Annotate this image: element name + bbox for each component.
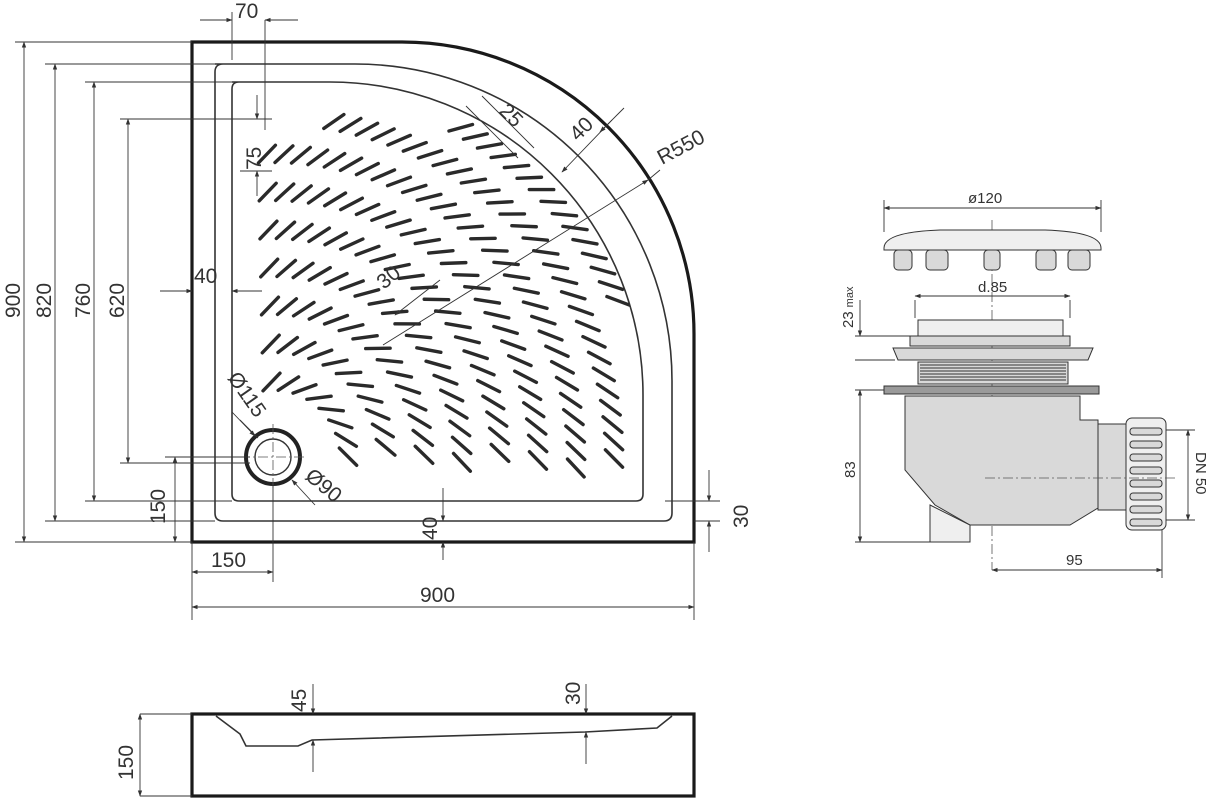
dim-radius: R550 — [654, 126, 709, 170]
siphon-cap — [883, 229, 1102, 251]
dim-siphon-23: 23max — [840, 286, 857, 328]
section-view: 150 45 30 — [115, 682, 696, 798]
dim-hatch-25: 25 — [494, 99, 527, 132]
dim-section-150: 150 — [115, 745, 138, 780]
dim-rim-75: 75 — [243, 147, 266, 170]
dim-section-45: 45 — [288, 689, 311, 712]
dim-height-820: 820 — [33, 283, 56, 318]
dim-drain-150-vertical: 150 — [147, 489, 170, 524]
dim-siphon-95: 95 — [1066, 552, 1083, 569]
dim-rim-30-right: 30 — [730, 505, 753, 528]
tray-rim-outer — [214, 63, 673, 522]
dim-width-outer: 900 — [420, 584, 455, 607]
dim-height-620: 620 — [106, 283, 129, 318]
dim-siphon-cap: ø120 — [968, 190, 1002, 207]
section-profile — [215, 715, 673, 747]
dim-rim-40-left: 40 — [194, 265, 217, 288]
siphon-view: ø120 d.85 23max 83 DN 50 — [840, 190, 1208, 578]
dim-rim-40-arc: 40 — [565, 113, 598, 146]
tray-floor-edge — [231, 81, 644, 502]
dim-top-offset: 70 — [235, 0, 258, 23]
tray-outline — [190, 40, 696, 544]
dim-siphon-83: 83 — [842, 461, 859, 478]
dim-rim-40-bottom: 40 — [419, 517, 442, 540]
dim-siphon-outlet: DN 50 — [1192, 452, 1208, 495]
dim-height-760: 760 — [72, 283, 95, 318]
anti-slip-hatch — [256, 112, 632, 479]
plan-view: 70 900 820 760 620 75 40 25 — [2, 0, 753, 620]
dim-section-30: 30 — [562, 682, 585, 705]
dim-siphon-body: d.85 — [978, 279, 1007, 296]
dim-height-outer: 900 — [2, 283, 25, 318]
siphon-body — [904, 395, 1099, 526]
dim-drain-150-horizontal: 150 — [211, 549, 246, 572]
dim-drain-115: Ø115 — [223, 368, 270, 422]
